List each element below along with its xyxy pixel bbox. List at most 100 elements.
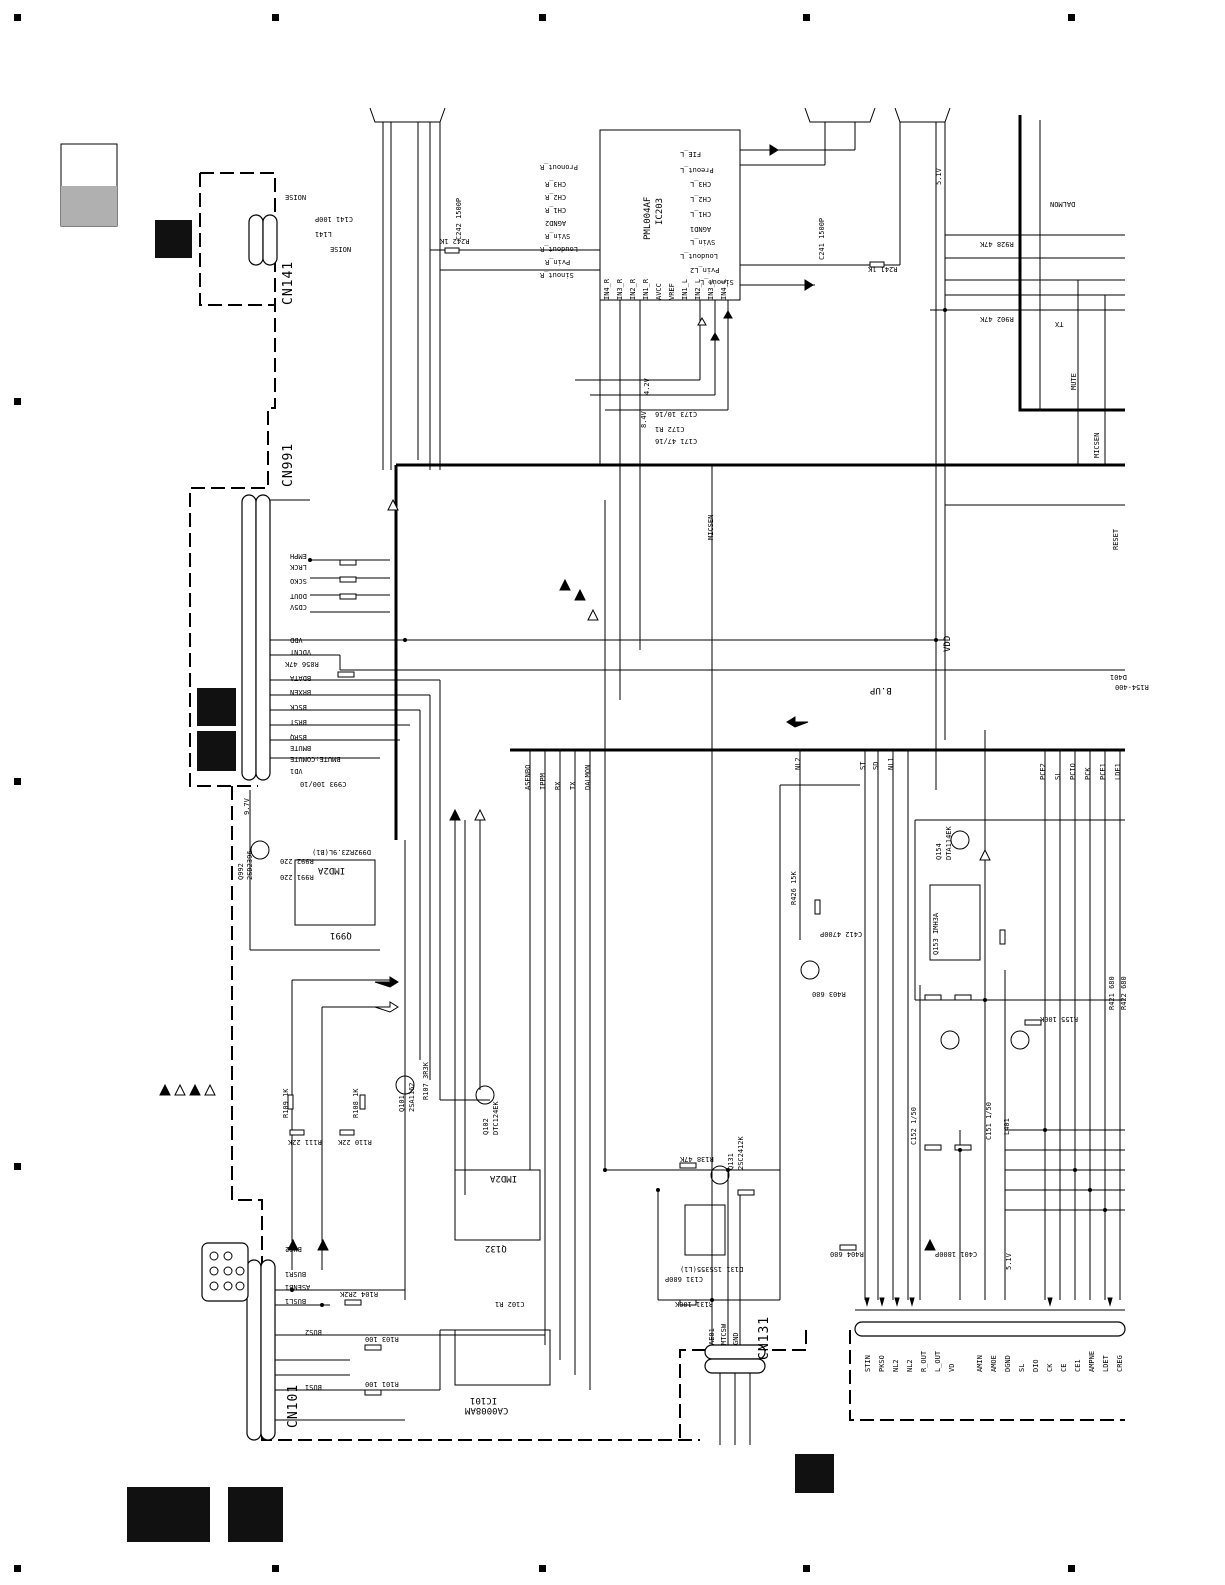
q101-part: 2SA1162: [408, 1082, 416, 1112]
r422-label: R422 680: [1120, 976, 1128, 1010]
c152-label: C152 1/50: [910, 1107, 918, 1145]
q132-label: Q132: [485, 1243, 507, 1253]
dalmon-net-label: DALMON: [1050, 200, 1076, 208]
ic203-pin7: CH1_L: [690, 210, 712, 218]
cn131-gnd: GND: [732, 1332, 740, 1345]
cn101-bus1: BUS1: [305, 1383, 322, 1391]
ic203-pin39: VREF: [668, 283, 676, 300]
cn141-label: CN141: [281, 260, 296, 305]
r138-label: R138 47K: [680, 1155, 714, 1163]
cn101-label: CN101: [286, 1383, 301, 1428]
r992-label: R992 220: [280, 857, 314, 865]
v84-net-label: 8.4V: [640, 411, 648, 428]
cnm-ce1: CE1: [1074, 1359, 1082, 1372]
ic203-pin35: IN3_R: [616, 278, 624, 300]
c102-label: C102 R1: [495, 1300, 525, 1308]
r902-label: R902 47K: [980, 315, 1014, 323]
bus-lde1: LDE1: [1114, 763, 1122, 780]
cn991-dout: DOUT: [290, 592, 307, 600]
r160-label: R155 100K: [1040, 1015, 1078, 1023]
thick-bus-lines: [394, 463, 1125, 840]
ic203-pin28: AGND2: [545, 219, 567, 227]
ic203-pin40: IN1_L: [681, 278, 689, 300]
cnm-nl2-b: NL2: [906, 1359, 914, 1372]
ic203-body: [369, 107, 951, 301]
tx-net-label: TX: [1055, 320, 1064, 328]
v51-net-label-2: 5.1V: [1005, 1253, 1013, 1270]
c172-label: C172 R1: [655, 425, 685, 433]
cn991-cd5v: CD5V: [290, 603, 307, 611]
r104-label: R104 2R2K: [340, 1290, 378, 1298]
cn101-asenb1: ASENB1: [285, 1283, 311, 1291]
ic203-pin11: FIE_L: [680, 150, 702, 158]
wires: [249, 120, 1125, 1445]
cn991-label: CN991: [281, 442, 296, 487]
noise-net-label-2: NOISE: [285, 193, 307, 201]
bus-pcio: PCIO: [1069, 763, 1077, 780]
ic203-pin3: Pvin_L2: [690, 266, 720, 274]
ic203-part: PML004AF: [643, 196, 653, 240]
vdd-net-label: VDD: [943, 635, 953, 652]
ic203-pin5: SVin_L: [690, 238, 716, 246]
ic203-pin9: CH3_L: [690, 180, 712, 188]
q992-part: 2SD2396: [246, 850, 254, 880]
q132-part: IMD2A: [490, 1173, 518, 1183]
ic101-label: IC101: [470, 1395, 498, 1405]
cn991-vd1: VD1: [290, 767, 303, 775]
bus-pce1: PCE1: [1099, 763, 1107, 780]
r428-label: R426 15K: [790, 871, 798, 905]
signal-arrows: [159, 144, 1113, 1307]
junction-dots: [290, 308, 1107, 1307]
r928-label: R928 47K: [980, 240, 1014, 248]
ic203-pin26: CH2_R: [545, 193, 567, 201]
l401-label: L401: [1003, 1118, 1011, 1135]
r110-label: R110 22K: [338, 1138, 372, 1146]
q102-part: DTC124EK: [492, 1101, 500, 1135]
ic203-pin34: IN4_R: [603, 278, 611, 300]
cn101-socket-holes: [209, 1251, 245, 1291]
ic203-pin38: AVCC: [655, 283, 663, 300]
r402-label: R404 680: [830, 1250, 864, 1258]
bus-pce2: PCE2: [1039, 763, 1047, 780]
cn991-bsrq: BSRQ: [290, 733, 307, 741]
v97-net-label: 9.7V: [243, 798, 251, 815]
ic203-pin24: Pronout_R: [540, 163, 578, 171]
q991-part: IMD2A: [318, 865, 346, 875]
bus-st: ST: [859, 761, 867, 770]
c173-label: C173 10/16: [655, 410, 698, 418]
ic203-pin32: Sinout_R: [540, 271, 574, 279]
cnm-nl2: NL2: [892, 1359, 900, 1372]
bus-sd: SD: [872, 761, 880, 770]
cnm-dgnd: DGND: [1004, 1355, 1012, 1372]
q991-label: Q991: [330, 930, 352, 940]
d401-label: D401: [1110, 673, 1127, 681]
bus-rx: RX: [554, 781, 562, 790]
ic203-pin30: Loudout_R: [540, 245, 578, 253]
cn101-busl1: BUSL1: [285, 1297, 307, 1305]
bus-dalmon: DALMON: [584, 764, 592, 790]
ic203-pin27: CH1_R: [545, 206, 567, 214]
cn991-brxen: BRXEN: [290, 688, 312, 696]
r111-label: R111 22K: [288, 1138, 322, 1146]
legend-box: [60, 143, 118, 227]
cnm-ck: CK: [1046, 1363, 1054, 1372]
ic203-pin8: CH2_L: [690, 195, 712, 203]
q101-label: Q101: [398, 1095, 406, 1112]
connector-bodies: [201, 214, 1126, 1441]
r991-label: R991 220: [280, 873, 314, 881]
noise-net-label: NOISE: [330, 245, 352, 253]
q153-label: Q153 IMH3A: [932, 912, 940, 955]
d992-label: D992RZ3.9L(B1): [312, 848, 372, 856]
r426-label: R403 680: [812, 990, 846, 998]
bus-sl: SL: [1054, 771, 1062, 780]
r131-label: R131 100K: [675, 1300, 713, 1308]
c993-label: C993 100/10: [300, 780, 347, 788]
q992-label: Q992: [237, 863, 245, 880]
cnm-sl: SL: [1018, 1363, 1026, 1372]
cnm-ce: CE: [1060, 1363, 1068, 1372]
ic203-pin36: IN2_R: [629, 278, 637, 300]
ic203-pin10: Preout_L: [680, 166, 714, 174]
cn991-bmute-comute: BMUTE:COMUTE: [290, 755, 341, 763]
cn991-vdd: VDD: [290, 636, 303, 644]
r109-label: R109 1K: [282, 1088, 290, 1118]
